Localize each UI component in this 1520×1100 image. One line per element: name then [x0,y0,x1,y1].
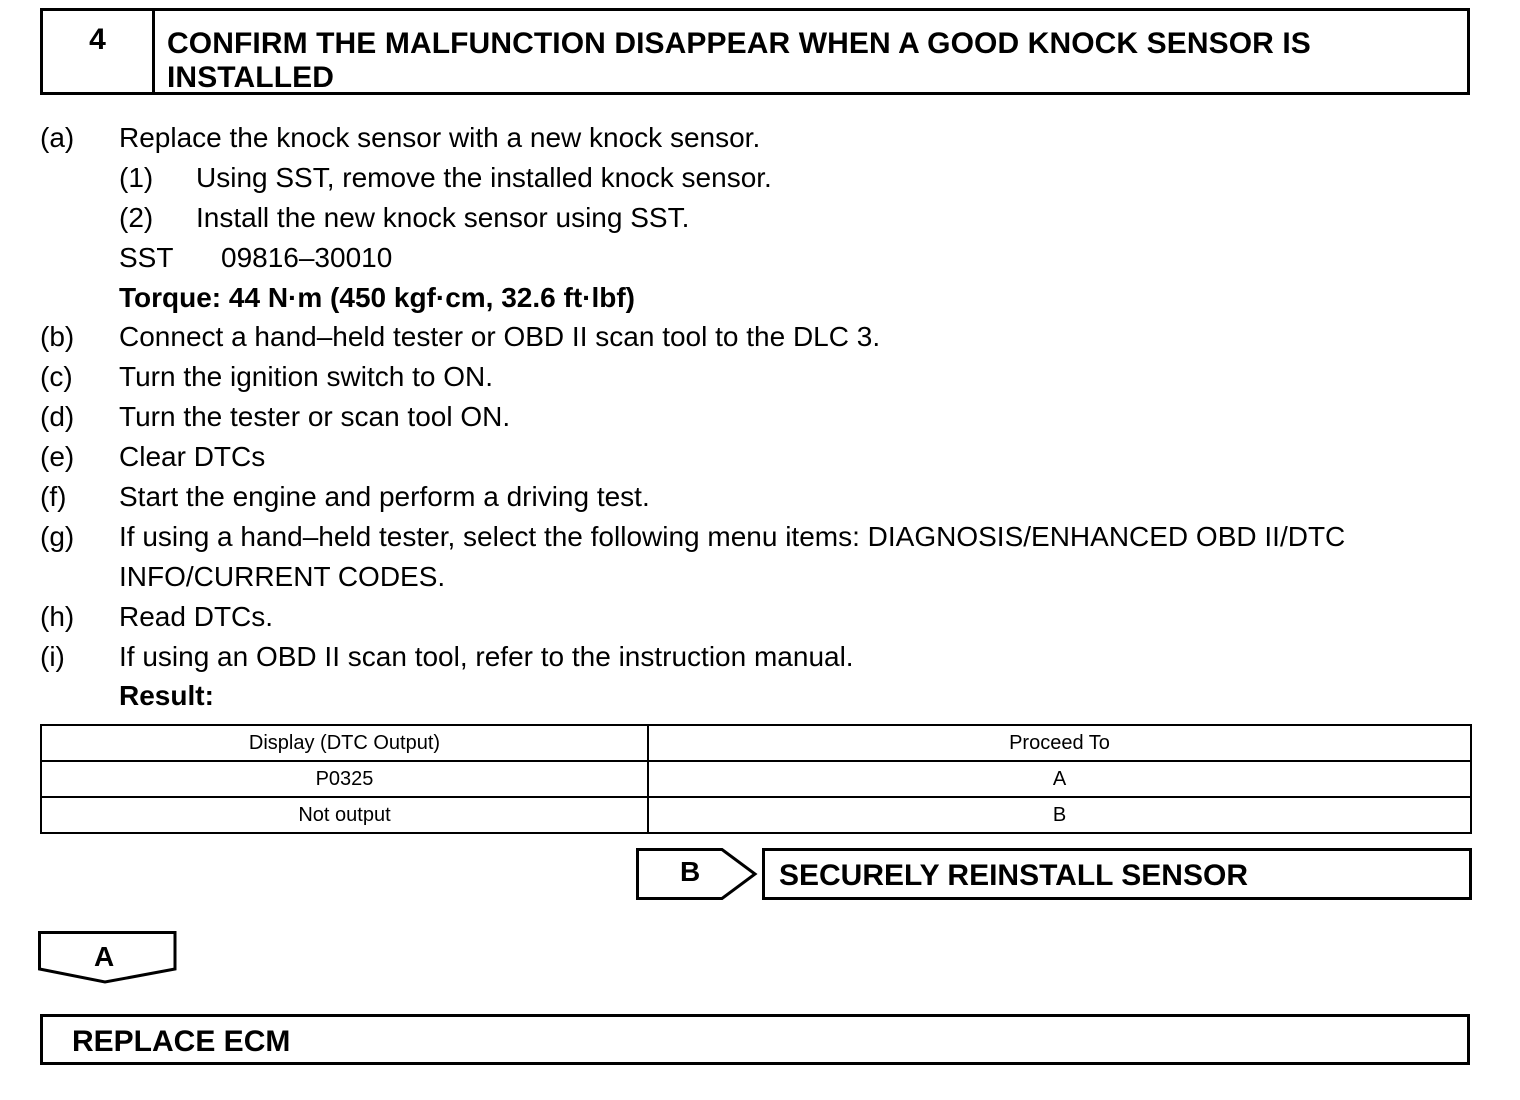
step-h-text: Read DTCs. [119,601,274,632]
step-c-text: Turn the ignition switch to ON. [119,361,494,392]
step-i-text: If using an OBD II scan tool, refer to t… [119,641,854,672]
result-label: Result: [119,680,214,711]
step-i-label: (i) [40,641,65,672]
step-header: 4 CONFIRM THE MALFUNCTION DISAPPEAR WHEN… [40,8,1470,95]
right-arrow-icon [636,848,758,900]
step-e-label: (e) [40,441,75,472]
down-arrow-icon [38,931,177,984]
table-cell: Not output [40,796,649,834]
step-a2-text: Install the new knock sensor using SST. [196,202,690,233]
step-a-text: Replace the knock sensor with a new knoc… [119,122,761,153]
step-f-label: (f) [40,481,67,512]
sst-value: 09816–30010 [221,242,393,273]
step-title-line2: INSTALLED [167,61,334,94]
step-title: CONFIRM THE MALFUNCTION DISAPPEAR WHEN A… [155,11,1467,94]
step-b-text: Connect a hand–held tester or OBD II sca… [119,321,881,352]
step-e-text: Clear DTCs [119,441,266,472]
table-row: P0325 A [40,760,1472,798]
sst-label: SST [119,242,174,273]
torque-spec: Torque: 44 N·m (450 kgf·cm, 32.6 ft·lbf) [119,282,636,313]
branch-a-letter: A [94,941,115,972]
step-title-line1: CONFIRM THE MALFUNCTION DISAPPEAR WHEN A… [167,27,1311,60]
step-h-label: (h) [40,601,75,632]
branch-b-letter: B [680,856,701,887]
step-f-text: Start the engine and perform a driving t… [119,481,650,512]
step-b-label: (b) [40,321,75,352]
step-g-label: (g) [40,521,75,552]
branch-b-action: SECURELY REINSTALL SENSOR [762,848,1472,900]
table-row: Not output B [40,796,1472,834]
branch-a-action: REPLACE ECM [40,1014,1470,1065]
step-g-text-line2: INFO/CURRENT CODES. [119,561,446,592]
step-a1-label: (1) [119,162,154,193]
step-a1-text: Using SST, remove the installed knock se… [196,162,772,193]
step-d-text: Turn the tester or scan tool ON. [119,401,511,432]
table-cell: P0325 [40,760,649,798]
table-cell: A [647,760,1472,798]
result-table: Display (DTC Output) Proceed To P0325 A … [40,724,1472,834]
step-a-label: (a) [40,122,75,153]
table-header-cell: Proceed To [647,724,1472,762]
table-cell: B [647,796,1472,834]
step-c-label: (c) [40,361,73,392]
table-header-row: Display (DTC Output) Proceed To [40,724,1472,762]
step-a2-label: (2) [119,202,154,233]
step-d-label: (d) [40,401,75,432]
step-number: 4 [43,11,155,92]
step-g-text-line1: If using a hand–held tester, select the … [119,521,1346,552]
table-header-cell: Display (DTC Output) [40,724,649,762]
